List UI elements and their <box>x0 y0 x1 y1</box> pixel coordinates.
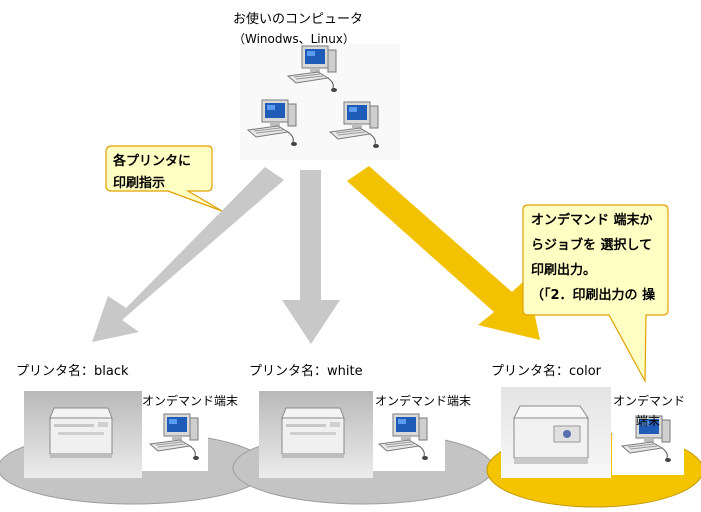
callout-left-line: 印刷指示 <box>113 176 166 191</box>
terminal-label-color: オンデマンド <box>613 394 686 408</box>
callout-left-bubble <box>105 145 223 212</box>
callout-right-bubble <box>522 204 669 384</box>
callout-right-line: らジョブを 選択して <box>531 238 653 253</box>
callout-right-line: オンデマンド 端末か <box>531 213 653 228</box>
arrow-to-white <box>282 170 340 344</box>
printer-icon <box>281 407 345 459</box>
callout-right-line: 印刷出力。 <box>531 263 597 278</box>
printer-label-white: プリンタ名：white <box>249 364 363 379</box>
printer-label-black: プリンタ名：black <box>16 364 129 379</box>
terminal-label-color-overlap: 端末 <box>636 414 661 428</box>
callout-left-line: 各プリンタに <box>113 154 192 169</box>
callout-right-line: （「2．印刷出力の 操 <box>531 288 656 303</box>
computer-title: お使いのコンピュータ <box>233 12 364 27</box>
terminal-label-black: オンデマンド端末 <box>142 394 239 408</box>
printer-icon <box>513 405 589 464</box>
terminal-label-white: オンデマンド端末 <box>375 394 472 408</box>
callout-right-text: オンデマンド 端末か らジョブを 選択して 印刷出力。 （「2．印刷出力の 操 <box>531 208 666 312</box>
printer-label-color: プリンタ名：color <box>491 364 602 379</box>
printer-icon <box>49 407 113 459</box>
callout-left-text: 各プリンタに 印刷指示 <box>113 151 209 191</box>
arrow-to-black <box>92 167 284 342</box>
os-label: （Winodws、Linux） <box>233 32 355 46</box>
arrow-to-color <box>347 166 540 340</box>
